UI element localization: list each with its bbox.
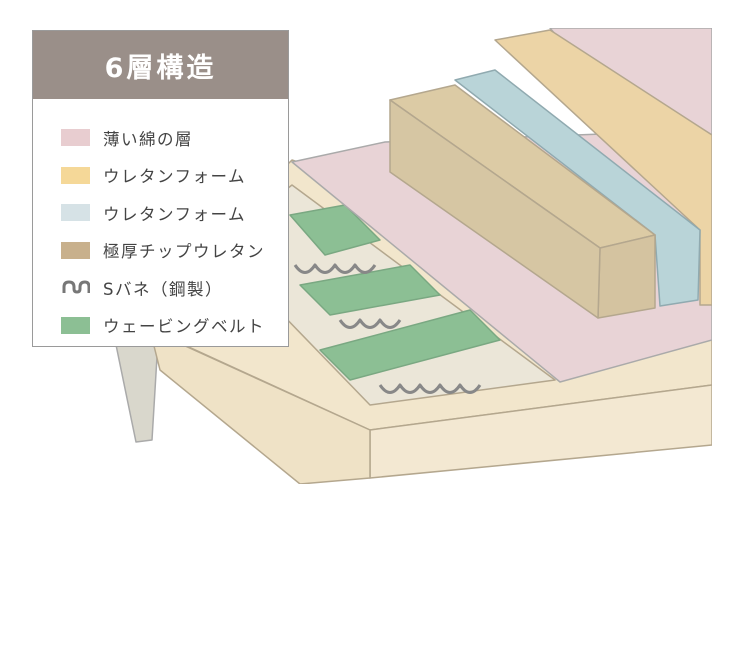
legend-item: 極厚チップウレタン bbox=[61, 232, 288, 270]
chip-urethane-side bbox=[389, 99, 601, 319]
legend-label: ウェービングベルト bbox=[103, 317, 265, 337]
legend-label: 極厚チップウレタン bbox=[103, 242, 265, 262]
legend-label: ウレタンフォーム bbox=[103, 167, 247, 187]
s-springs bbox=[293, 263, 482, 394]
urethane-blue-swatch-icon bbox=[61, 204, 90, 222]
spring-icon bbox=[62, 280, 90, 294]
urethane-yellow-swatch-icon bbox=[61, 166, 90, 184]
legend-item: ウェービングベルト bbox=[61, 307, 288, 345]
legend-item: 薄い綿の層 bbox=[61, 119, 288, 157]
chip-urethane-swatch-icon bbox=[61, 241, 90, 259]
legend-title: 6層構造 bbox=[33, 31, 288, 99]
legend-item: ウレタンフォーム bbox=[61, 194, 288, 232]
bed-leg bbox=[114, 339, 159, 443]
legend-label: 薄い綿の層 bbox=[103, 129, 193, 149]
cotton-swatch-icon bbox=[61, 129, 90, 147]
legend-label: ウレタンフォーム bbox=[103, 204, 247, 224]
legend-item: Sバネ（鋼製） bbox=[61, 269, 288, 307]
webbing-swatch-icon bbox=[61, 316, 90, 334]
legend-item: ウレタンフォーム bbox=[61, 157, 288, 195]
webbing-belts bbox=[289, 204, 501, 381]
legend-panel: 6層構造 薄い綿の層 ウレタンフォーム ウレタンフォーム 極厚チップウレタン S… bbox=[32, 30, 289, 347]
frame-side bbox=[149, 329, 371, 484]
legend-label: Sバネ（鋼製） bbox=[103, 279, 223, 299]
